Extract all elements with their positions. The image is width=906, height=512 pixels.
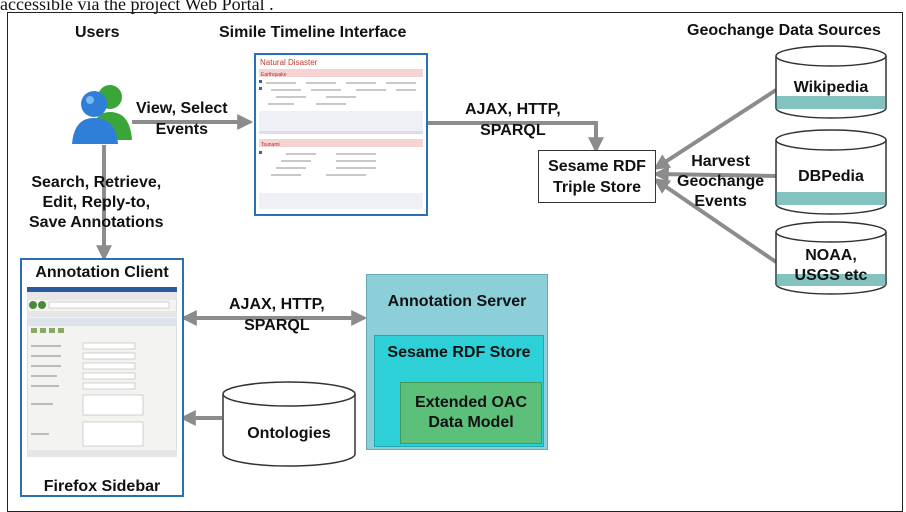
noaa-cylinder (775, 221, 887, 295)
ontologies-label: Ontologies (247, 425, 331, 442)
label-ajax-mid: AJAX, HTTP,SPARQL (229, 296, 325, 334)
annotation-client-caption: Firefox Sidebar (43, 478, 161, 495)
dbpedia-cylinder (775, 129, 887, 215)
simile-heading: Simile Timeline Interface (219, 24, 407, 41)
users-heading: Users (75, 24, 120, 41)
annotation-server-title: Annotation Server (387, 293, 527, 310)
timeline-screenshot: Natural Disaster Earthquake Tsunami (254, 53, 428, 216)
label-ajax-top: AJAX, HTTP,SPARQL (465, 101, 561, 139)
annotation-client-title: Annotation Client (35, 264, 169, 281)
arrow-harvest-noaa (653, 178, 778, 264)
annotation-client-box: Annotation Client Firefox Sidebar (20, 258, 184, 497)
noaa-label: NOAA,USGS etc (794, 247, 868, 284)
wikipedia-label: Wikipedia (793, 79, 869, 96)
caption-fragment: accessible via the project Web Portal . (0, 0, 274, 14)
arrow-harvest-wikipedia (653, 88, 778, 170)
annotation-server-box: Annotation Server Sesame RDF Store Exten… (366, 274, 548, 450)
sesame-rdf-store-title: Sesame RDF Store (387, 344, 531, 361)
svg-text:Tsunami: Tsunami (261, 142, 280, 148)
timeline-thumbnail: Natural Disaster Earthquake Tsunami (256, 55, 426, 214)
svg-text:Earthquake: Earthquake (261, 72, 287, 78)
arrow-harvest-dbpedia (652, 166, 777, 183)
label-search: Search, Retrieve,Edit, Reply-to,Save Ann… (29, 174, 164, 231)
dbpedia-label: DBPedia (798, 168, 864, 185)
users-icon (72, 85, 132, 144)
firefox-sidebar-thumbnail (27, 287, 177, 457)
arrow-ajax-top (428, 121, 604, 154)
timeline-title: Natural Disaster (260, 58, 318, 67)
wikipedia-cylinder (775, 45, 887, 119)
ontologies-cylinder (222, 381, 356, 467)
geochange-heading: Geochange Data Sources (687, 22, 881, 39)
